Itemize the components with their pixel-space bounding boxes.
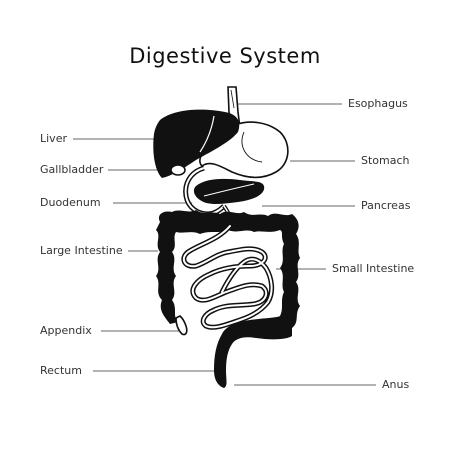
large-intestine-shape xyxy=(156,210,300,388)
appendix-shape xyxy=(175,315,188,336)
gallbladder-shape xyxy=(170,164,186,176)
label-duodenum: Duodenum xyxy=(40,196,101,209)
label-small-intestine: Small Intestine xyxy=(332,262,415,275)
liver-shape xyxy=(153,109,240,178)
label-appendix: Appendix xyxy=(40,324,92,337)
label-liver: Liver xyxy=(40,132,67,145)
small-intestine-shape xyxy=(181,223,275,330)
label-stomach: Stomach xyxy=(361,154,410,167)
label-rectum: Rectum xyxy=(40,364,82,377)
label-gallbladder: Gallbladder xyxy=(40,163,104,176)
pancreas-shape xyxy=(193,178,265,204)
label-esophagus: Esophagus xyxy=(348,97,408,110)
label-anus: Anus xyxy=(382,378,410,391)
label-large-intestine: Large Intestine xyxy=(40,244,123,257)
diagram-title: Digestive System xyxy=(129,44,321,68)
label-pancreas: Pancreas xyxy=(361,199,411,212)
